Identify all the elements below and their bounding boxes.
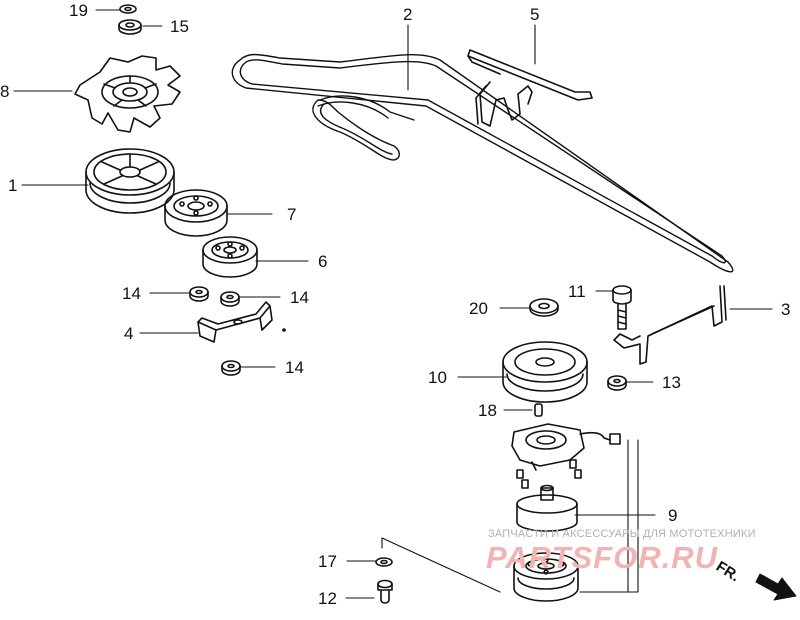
callout-17: 17 — [318, 552, 337, 571]
watermark-logo: PARTSFOR.RU — [486, 540, 719, 575]
part-9-clutch — [381, 423, 639, 602]
part-5-belt-guide — [467, 49, 593, 127]
callout-19: 19 — [69, 1, 88, 20]
part-1-pulley — [85, 148, 175, 214]
part-2-belt — [231, 53, 734, 273]
part-10-pto-pulley — [502, 341, 588, 403]
part-18-key — [534, 403, 543, 417]
callout-20: 20 — [469, 299, 488, 318]
callout-14: 14 — [290, 288, 309, 307]
leader-lines — [13, 9, 773, 599]
callout-8: 8 — [0, 82, 10, 101]
callout-3: 3 — [781, 300, 791, 319]
part-13-nut — [607, 375, 627, 391]
callout-15: 15 — [170, 17, 189, 36]
callout-1: 1 — [8, 176, 18, 195]
part-15-nut — [118, 19, 142, 35]
part-3-belt-guide — [613, 285, 727, 365]
callout-9: 9 — [668, 506, 678, 525]
callout-5: 5 — [530, 5, 540, 24]
part-14-nuts — [189, 286, 241, 376]
watermark-tagline: ЗАПЧАСТИ И АКСЕССУАРЫ ДЛЯ МОТОТЕХНИКИ — [488, 528, 756, 540]
part-20-washer — [529, 298, 559, 317]
callout-10: 10 — [428, 368, 447, 387]
part-17-washer — [375, 557, 393, 567]
part-4-bracket — [197, 301, 286, 343]
part-19-washer — [119, 4, 137, 14]
callout-12: 12 — [318, 589, 337, 608]
part-8-fan — [74, 55, 181, 133]
callout-6: 6 — [318, 252, 328, 271]
part-7-idler-pulley — [164, 189, 228, 237]
callout-2: 2 — [403, 5, 413, 24]
callout-4: 4 — [124, 324, 134, 343]
callout-14: 14 — [122, 284, 141, 303]
part-6-idler-pulley — [202, 236, 258, 278]
part-11-bolt — [612, 285, 632, 330]
callout-7: 7 — [287, 205, 297, 224]
callout-14: 14 — [285, 358, 304, 377]
callout-11: 11 — [568, 282, 586, 301]
callout-18: 18 — [478, 401, 497, 420]
callout-13: 13 — [662, 373, 681, 392]
part-12-bolt — [377, 579, 393, 604]
front-direction-arrow — [755, 573, 797, 601]
